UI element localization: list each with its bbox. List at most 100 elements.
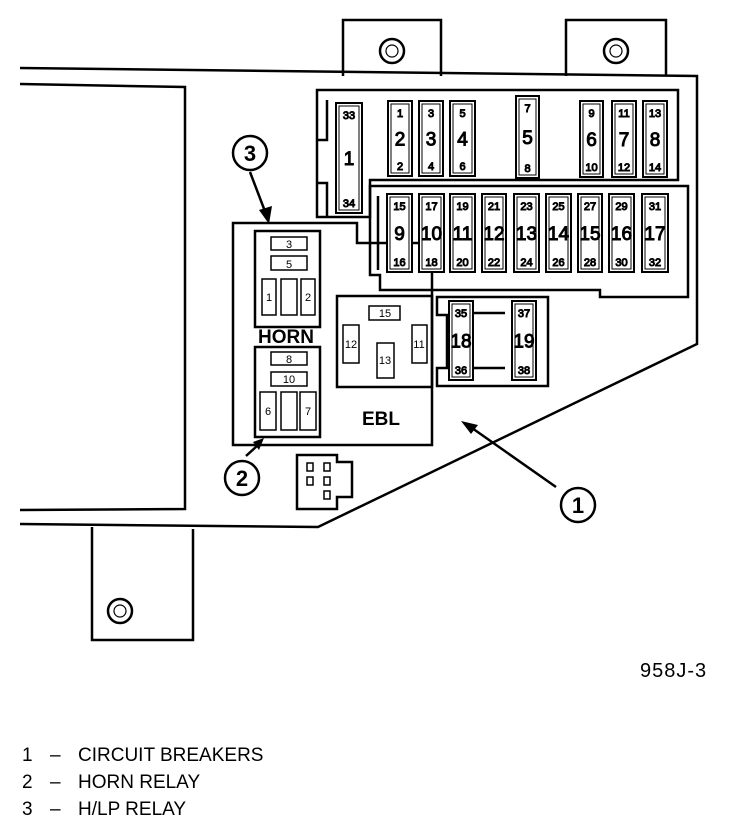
fuse-bottom-number: 30 xyxy=(615,257,627,269)
fuse-top-number: 23 xyxy=(520,201,532,213)
fuse-number: 19 xyxy=(513,332,534,353)
fuse-cell-inner xyxy=(514,303,534,378)
fuse-bottom-number: 26 xyxy=(552,257,564,269)
fuse-bottom-number: 24 xyxy=(520,257,532,269)
fuse-number: 17 xyxy=(644,224,665,245)
fuse-cell-inner xyxy=(389,196,410,270)
fuse-4: 546 xyxy=(449,100,476,177)
fuse-top-number: 1 xyxy=(397,108,403,120)
fuse-top-number: 7 xyxy=(524,103,530,115)
fuse-cell xyxy=(579,100,604,178)
fuse-cell xyxy=(449,100,476,177)
fuse-bottom-number: 16 xyxy=(393,257,405,269)
fuse-top-number: 19 xyxy=(456,201,468,213)
legend: 1–CIRCUIT BREAKERS 2–HORN RELAY 3–H/LP R… xyxy=(22,742,263,823)
fuse-number: 7 xyxy=(619,130,630,151)
fuse-top-number: 29 xyxy=(615,201,627,213)
fuse-bottom-number: 14 xyxy=(649,162,661,174)
fuse-cell xyxy=(418,193,445,273)
fuse-cell-inner xyxy=(338,105,360,211)
legend-number: 1 xyxy=(22,745,33,766)
fuse-cell xyxy=(449,193,476,273)
fuse-cell-inner xyxy=(644,196,666,270)
fuse-bottom-number: 8 xyxy=(524,163,530,175)
fuse-bottom-number: 36 xyxy=(455,365,467,377)
legend-text: CIRCUIT BREAKERS xyxy=(78,745,264,766)
ebl-pin-right: 11 xyxy=(413,339,424,351)
fuse-top-number: 25 xyxy=(552,201,564,213)
fuse-number: 12 xyxy=(483,224,504,245)
fuse-number: 1 xyxy=(344,149,355,170)
fuse-number: 15 xyxy=(579,224,600,245)
fuse-top-number: 11 xyxy=(618,108,629,120)
fuse-number: 4 xyxy=(457,130,468,151)
relay-lower-pin-c: 6 xyxy=(265,406,271,418)
fuse-bottom-number: 32 xyxy=(649,257,661,269)
fuse-bottom-number: 38 xyxy=(518,365,530,377)
relay-upper-pin-a: 3 xyxy=(286,239,292,251)
relay-upper-pin-c: 1 xyxy=(266,292,272,304)
legend-item-horn-relay: 2–HORN RELAY xyxy=(22,769,263,796)
legend-text: H/LP RELAY xyxy=(78,799,187,820)
fuse-bottom-number: 10 xyxy=(585,162,597,174)
fuse-1: 33 1 34 xyxy=(335,102,363,214)
fuse-top-number: 37 xyxy=(518,308,530,320)
fuse-top-number: 5 xyxy=(459,108,465,120)
figure-id: 958J-3 xyxy=(640,660,708,682)
fuse-number: 13 xyxy=(516,224,537,245)
fuse-cell xyxy=(515,95,540,179)
fuse-cell xyxy=(608,193,635,273)
fuse-cell-inner xyxy=(582,103,601,175)
relay-upper-pin-b: 5 xyxy=(286,259,292,271)
fuse-cell-inner xyxy=(614,103,634,175)
ebl-pin-top: 15 xyxy=(379,308,391,320)
fuse-cell xyxy=(545,193,572,273)
legend-dash: – xyxy=(50,772,61,793)
legend-item-hlp-relay: 3–H/LP RELAY xyxy=(22,796,263,823)
fuse-top-number: 35 xyxy=(455,308,467,320)
legend-text: HORN RELAY xyxy=(78,772,201,793)
legend-number: 2 xyxy=(22,772,33,793)
ebl-label: EBL xyxy=(362,409,400,430)
fuse-2: 122 xyxy=(387,100,413,177)
fuse-cell-inner xyxy=(548,196,569,270)
fuse-top-number: 31 xyxy=(649,201,661,213)
fuse-bottom-number: 28 xyxy=(584,257,596,269)
fuse-number: 11 xyxy=(453,224,473,245)
relay-upper-pin-d: 2 xyxy=(305,292,311,304)
fuse-cell xyxy=(386,193,413,273)
fuse-top-number: 27 xyxy=(584,201,596,213)
legend-dash: – xyxy=(50,745,61,766)
fuse-top-number: 13 xyxy=(649,108,661,120)
fuse-cell xyxy=(481,193,507,273)
legend-item-circuit-breakers: 1–CIRCUIT BREAKERS xyxy=(22,742,263,769)
fuse-number: 9 xyxy=(394,224,405,245)
fuse-top-number: 3 xyxy=(428,108,434,120)
fuse-cell xyxy=(448,300,474,381)
fuse-8: 13 8 14 xyxy=(642,100,668,178)
fuse-15: 27 15 28 xyxy=(577,193,603,273)
relay-lower-pin-b: 10 xyxy=(283,374,295,386)
fuse-number: 8 xyxy=(650,130,661,151)
ebl-pin-left: 12 xyxy=(345,339,357,351)
fuse-cell-inner xyxy=(451,303,471,378)
fuse-cell-inner xyxy=(518,98,537,176)
relay-lower-pin-a: 8 xyxy=(286,354,292,366)
fuse-cell xyxy=(611,100,637,178)
fuse-top-number: 9 xyxy=(588,108,594,120)
callout-3: 3 xyxy=(244,141,256,166)
fuse-number: 16 xyxy=(611,224,632,245)
fuse-cell-inner xyxy=(516,196,537,270)
fuse-bottom-number: 34 xyxy=(343,198,355,210)
fuse-top-number: 33 xyxy=(343,110,355,122)
fuse-cell-inner xyxy=(611,196,632,270)
fuse-17: 31 17 32 xyxy=(641,193,669,273)
legend-number: 3 xyxy=(22,799,33,820)
fuse-cell-inner xyxy=(421,103,441,174)
junction-block-diagram: 3313412233454675896101171213814159161710… xyxy=(19,18,699,642)
fuse-cell-inner xyxy=(484,196,504,270)
